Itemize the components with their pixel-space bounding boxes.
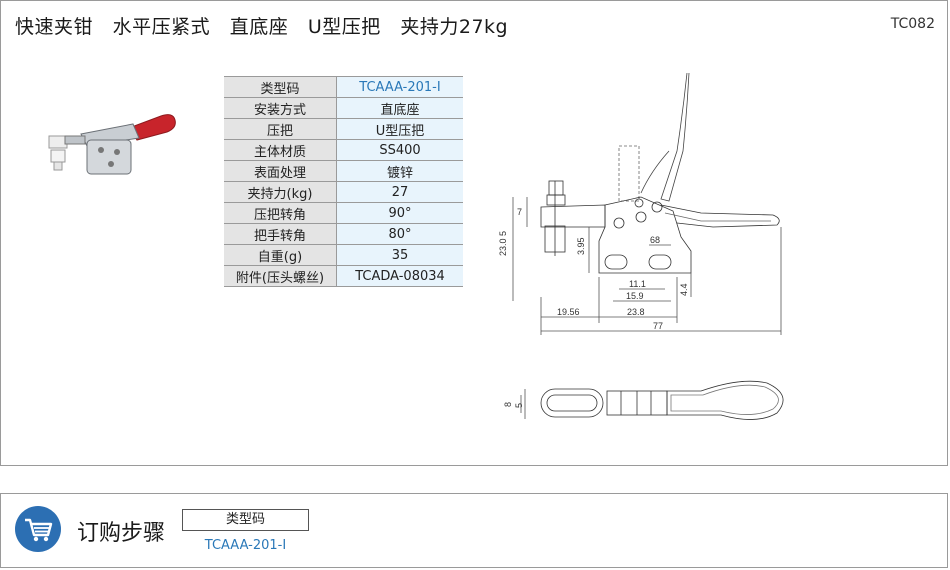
dim-68: 68 <box>650 235 660 245</box>
spec-value: 35 <box>336 244 463 266</box>
page-title: 快速夹钳 水平压紧式 直底座 U型压把 夹持力27kg <box>15 16 509 38</box>
table-row: 类型码 TCAAA-201-I <box>224 76 463 98</box>
table-row: 附件(压头螺丝) TCADA-08034 <box>224 265 463 287</box>
spec-key: 夹持力(kg) <box>224 181 337 203</box>
dim-5: 5 <box>514 403 524 408</box>
spec-value: SS400 <box>336 139 463 161</box>
table-row: 主体材质 SS400 <box>224 139 463 161</box>
table-row: 压把转角 90° <box>224 202 463 224</box>
product-panel: 快速夹钳 水平压紧式 直底座 U型压把 夹持力27kg TC082 类型码 TC… <box>0 0 948 466</box>
spec-key: 自重(g) <box>224 244 337 266</box>
spec-value[interactable]: TCAAA-201-I <box>336 76 463 98</box>
table-row: 安装方式 直底座 <box>224 97 463 119</box>
spec-value: U型压把 <box>336 118 463 140</box>
product-code: TC082 <box>890 16 935 32</box>
dim-19-56: 19.56 <box>557 307 580 317</box>
spec-value: 直底座 <box>336 97 463 119</box>
cart-icon <box>15 506 61 552</box>
spec-value: 90° <box>336 202 463 224</box>
table-row: 压把 U型压把 <box>224 118 463 140</box>
spec-table: 类型码 TCAAA-201-I 安装方式 直底座 压把 U型压把 主体材质 SS… <box>224 76 463 287</box>
technical-drawing: 7 23.0 5 3.95 68 11.1 15.9 4.4 19.56 23.… <box>498 72 784 420</box>
spec-key: 主体材质 <box>224 139 337 161</box>
product-photo <box>48 114 176 175</box>
spec-key: 表面处理 <box>224 160 337 182</box>
spec-value: 镀锌 <box>336 160 463 182</box>
dim-4-4: 4.4 <box>679 283 689 296</box>
dim-23-05: 23.0 5 <box>498 231 508 256</box>
dim-7: 7 <box>517 207 522 217</box>
spec-key: 压把转角 <box>224 202 337 224</box>
order-type-value[interactable]: TCAAA-201-I <box>204 538 287 553</box>
spec-value: 80° <box>336 223 463 245</box>
table-row: 把手转角 80° <box>224 223 463 245</box>
table-row: 自重(g) 35 <box>224 244 463 266</box>
spec-value: 27 <box>336 181 463 203</box>
dim-77: 77 <box>653 321 663 331</box>
spec-key: 类型码 <box>224 76 337 98</box>
spec-key: 把手转角 <box>224 223 337 245</box>
dim-11-1: 11.1 <box>629 279 646 289</box>
table-row: 夹持力(kg) 27 <box>224 181 463 203</box>
dim-15-9: 15.9 <box>626 291 644 301</box>
dim-23-8: 23.8 <box>627 307 645 317</box>
spec-value: TCADA-08034 <box>336 265 463 287</box>
table-row: 表面处理 镀锌 <box>224 160 463 182</box>
spec-key: 压把 <box>224 118 337 140</box>
order-type-header: 类型码 <box>182 509 309 531</box>
spec-key: 安装方式 <box>224 97 337 119</box>
dim-3-95: 3.95 <box>576 237 586 255</box>
order-panel: 订购步骤 类型码 TCAAA-201-I <box>0 493 948 568</box>
dim-8: 8 <box>503 402 513 407</box>
spec-key: 附件(压头螺丝) <box>224 265 337 287</box>
order-steps-title: 订购步骤 <box>77 521 166 546</box>
